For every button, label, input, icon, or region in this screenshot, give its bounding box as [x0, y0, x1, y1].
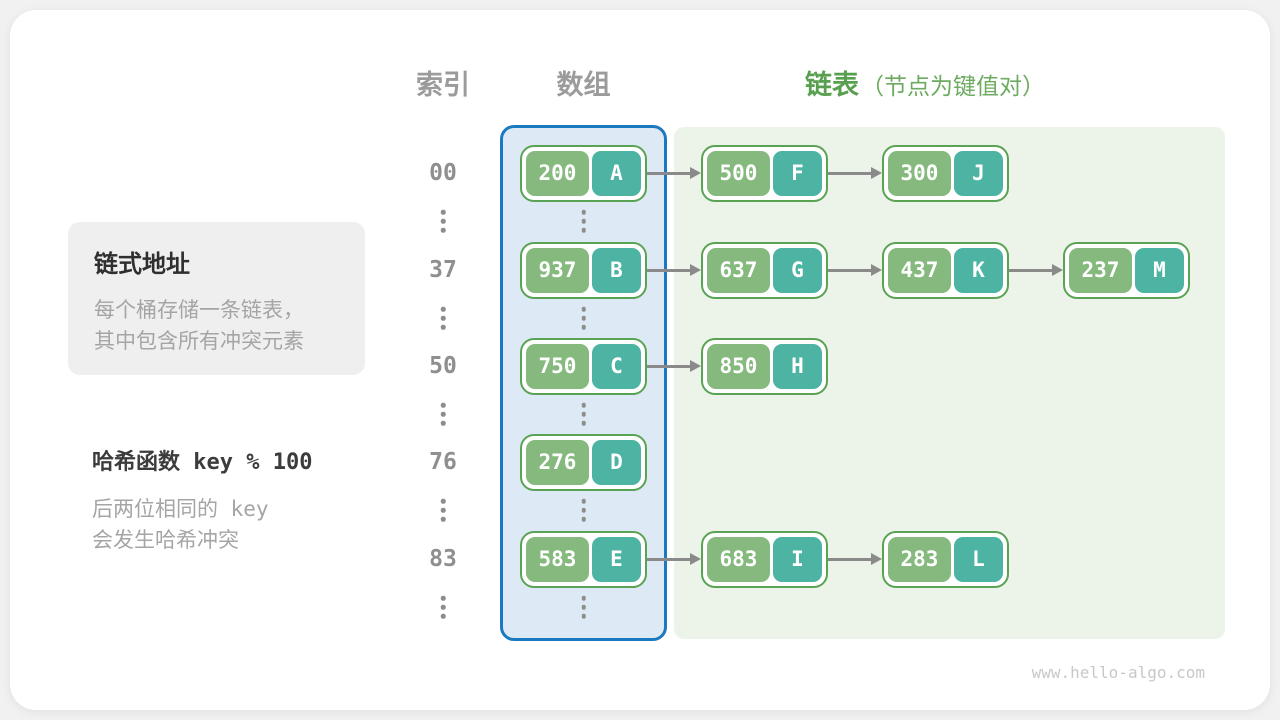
- arrow-right-icon: [1009, 264, 1063, 276]
- column-header-list-label: 链表: [805, 70, 859, 100]
- ellipsis-dots: [581, 498, 586, 522]
- node-value: I: [772, 536, 822, 582]
- ellipsis-dots: [440, 498, 446, 522]
- hash-function-line2: 会发生哈希冲突: [92, 528, 239, 552]
- info-box: 链式地址 每个桶存储一条链表， 其中包含所有冲突元素: [68, 222, 365, 375]
- arrow-right-icon: [828, 167, 882, 179]
- diagram-card: 索引 数组 链表 （节点为键值对） 链式地址 每个桶存储一条链表， 其中包含所有…: [10, 10, 1270, 710]
- column-header-index: 索引: [416, 70, 470, 100]
- index-label: 50: [429, 353, 457, 379]
- ellipsis-dots: [581, 209, 586, 233]
- ellipsis-dots: [440, 595, 446, 619]
- index-label: 00: [429, 160, 457, 186]
- ellipsis-dots: [581, 595, 586, 619]
- index-label: 76: [429, 449, 457, 475]
- node-value: F: [772, 150, 822, 196]
- ellipsis-dots: [581, 402, 586, 426]
- node-value: L: [953, 536, 1003, 582]
- node-key: 683: [707, 536, 770, 582]
- ellipsis-dots: [440, 209, 446, 233]
- info-box-body: 每个桶存储一条链表， 其中包含所有冲突元素: [94, 295, 339, 357]
- ellipsis-dots: [440, 306, 446, 330]
- arrow-right-icon: [647, 264, 701, 276]
- node-value: M: [1134, 247, 1184, 293]
- node-value: A: [591, 150, 641, 196]
- node-key: 300: [888, 150, 951, 196]
- column-header-list-note: （节点为键值对）: [861, 73, 1045, 99]
- arrow-right-icon: [828, 553, 882, 565]
- node-value: D: [591, 439, 641, 485]
- node-value: C: [591, 343, 641, 389]
- node-value: E: [591, 536, 641, 582]
- node-value: J: [953, 150, 1003, 196]
- hash-function-line1: 后两位相同的 key: [92, 497, 269, 521]
- node-value: K: [953, 247, 1003, 293]
- node-key: 276: [526, 439, 589, 485]
- node-key: 637: [707, 247, 770, 293]
- node-value: G: [772, 247, 822, 293]
- column-header-list: 链表 （节点为键值对）: [805, 63, 1045, 102]
- node-key: 583: [526, 536, 589, 582]
- index-label: 83: [429, 546, 457, 572]
- watermark: www.hello-algo.com: [1031, 663, 1205, 682]
- node-key: 237: [1069, 247, 1132, 293]
- hash-function-title: 哈希函数 key % 100: [92, 450, 313, 475]
- hash-function-body: 后两位相同的 key 会发生哈希冲突: [92, 494, 312, 556]
- ellipsis-dots: [440, 402, 446, 426]
- node-value: B: [591, 247, 641, 293]
- info-box-line2: 其中包含所有冲突元素: [94, 330, 304, 353]
- index-label: 37: [429, 257, 457, 283]
- arrow-right-icon: [647, 360, 701, 372]
- node-key: 850: [707, 343, 770, 389]
- node-key: 500: [707, 150, 770, 196]
- info-box-line1: 每个桶存储一条链表，: [94, 299, 304, 322]
- node-key: 200: [526, 150, 589, 196]
- arrow-right-icon: [828, 264, 882, 276]
- node-value: H: [772, 343, 822, 389]
- column-header-array: 数组: [556, 70, 611, 100]
- arrow-right-icon: [647, 167, 701, 179]
- hash-function-note: 哈希函数 key % 100 后两位相同的 key 会发生哈希冲突: [92, 444, 312, 556]
- node-key: 937: [526, 247, 589, 293]
- node-key: 283: [888, 536, 951, 582]
- ellipsis-dots: [581, 306, 586, 330]
- node-key: 437: [888, 247, 951, 293]
- node-key: 750: [526, 343, 589, 389]
- arrow-right-icon: [647, 553, 701, 565]
- info-box-title: 链式地址: [94, 251, 190, 278]
